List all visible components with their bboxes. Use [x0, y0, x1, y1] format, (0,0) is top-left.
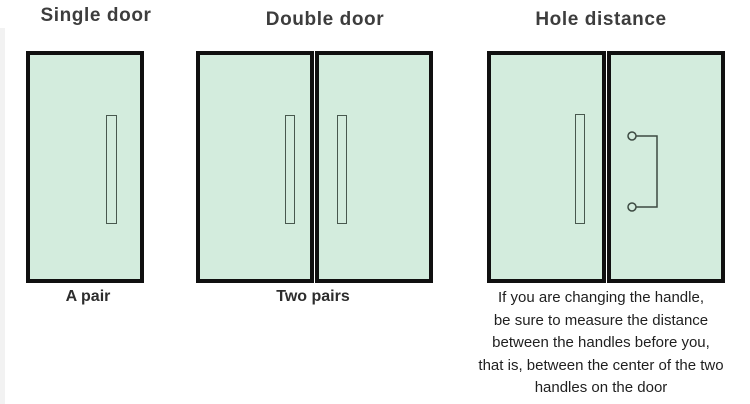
hole-distance-right-panel — [606, 51, 725, 283]
left-edge-shade — [0, 28, 5, 404]
single-door-caption: A pair — [65, 288, 111, 305]
section-title-double-door: Double door — [265, 9, 385, 30]
double-door-caption: Two pairs — [276, 288, 350, 305]
note-line: between the handles before you, — [492, 334, 710, 351]
section-title-hole-distance: Hole distance — [535, 9, 667, 30]
hole-distance-door-handle — [575, 114, 585, 224]
note-line: be sure to measure the distance — [493, 311, 709, 329]
hole-distance-diagram — [487, 51, 725, 283]
single-door-diagram — [26, 51, 144, 283]
double-door-right-handle — [337, 115, 347, 224]
note-line: that is, between the center of the two — [478, 356, 724, 374]
double-door-right-panel — [315, 51, 433, 283]
double-door-left-handle — [285, 115, 295, 224]
note-line: If you are changing the handle, — [498, 289, 704, 306]
double-door-left-panel — [196, 51, 314, 283]
section-title-single-door: Single door — [40, 5, 152, 26]
hole-distance-note: If you are changing the handle, be sure … — [451, 287, 750, 400]
hole-distance-left-panel — [487, 51, 606, 283]
single-door-panel — [26, 51, 144, 283]
hole-distance-measure-icon — [627, 131, 658, 212]
double-door-diagram — [196, 51, 433, 283]
single-door-handle — [106, 115, 117, 224]
note-line: handles on the door — [534, 379, 668, 396]
